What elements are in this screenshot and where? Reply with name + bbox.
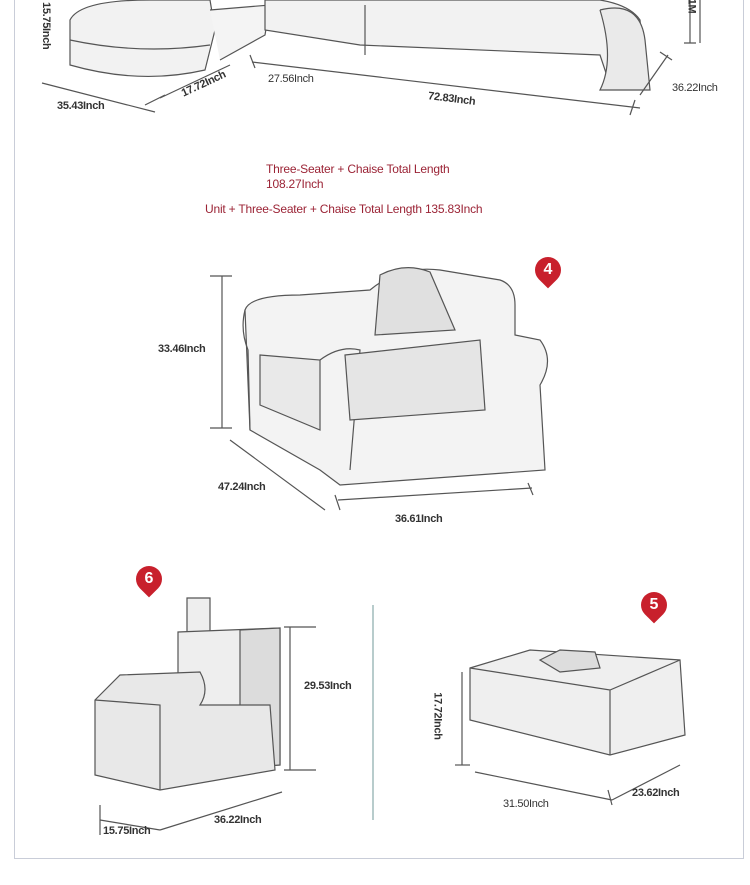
total-unit-three-seater-chaise: Unit + Three-Seater + Chaise Total Lengt…	[205, 202, 483, 216]
corner-length-label: 27.56Inch	[268, 73, 314, 85]
ottoman-height-label: 17.72Inch	[431, 692, 444, 740]
unit-height-label: 29.53Inch	[304, 680, 352, 692]
total-three-seater-chaise-title: Three-Seater + Chaise Total Length	[266, 162, 450, 176]
armchair-depth-label: 47.24Inch	[218, 481, 266, 493]
marker-4-icon: 4	[529, 251, 567, 289]
frame-bottom-border	[14, 858, 744, 859]
sectional-top-right-label: 1M	[685, 0, 698, 14]
chaise-length-label: 35.43Inch	[57, 100, 105, 112]
frame-left-border	[14, 0, 15, 858]
marker-number: 5	[649, 596, 659, 613]
marker-number: 6	[144, 570, 154, 587]
ottoman-sketch	[455, 649, 686, 806]
ottoman-depth-label: 23.62Inch	[632, 787, 680, 799]
armchair-width-label: 36.61Inch	[395, 513, 443, 525]
armchair-height-label: 33.46Inch	[158, 343, 206, 355]
total-three-seater-chaise-value: 108.27Inch	[266, 177, 324, 191]
marker-6-icon: 6	[130, 560, 168, 598]
sectional-height-label: 15.75Inch	[40, 2, 52, 50]
sectional-depth-label: 36.22Inch	[672, 82, 718, 94]
marker-number: 4	[543, 261, 553, 278]
marker-5-icon: 5	[635, 586, 673, 624]
unit-width-label: 36.22Inch	[214, 814, 262, 826]
unit-depth-label: 15.75Inch	[103, 825, 151, 837]
sectional-sofa-sketch	[41, 0, 701, 116]
armchair-sketch	[210, 267, 549, 511]
frame-right-border	[743, 0, 744, 858]
ottoman-width-label: 31.50Inch	[503, 798, 549, 810]
side-unit-sketch	[94, 597, 316, 835]
